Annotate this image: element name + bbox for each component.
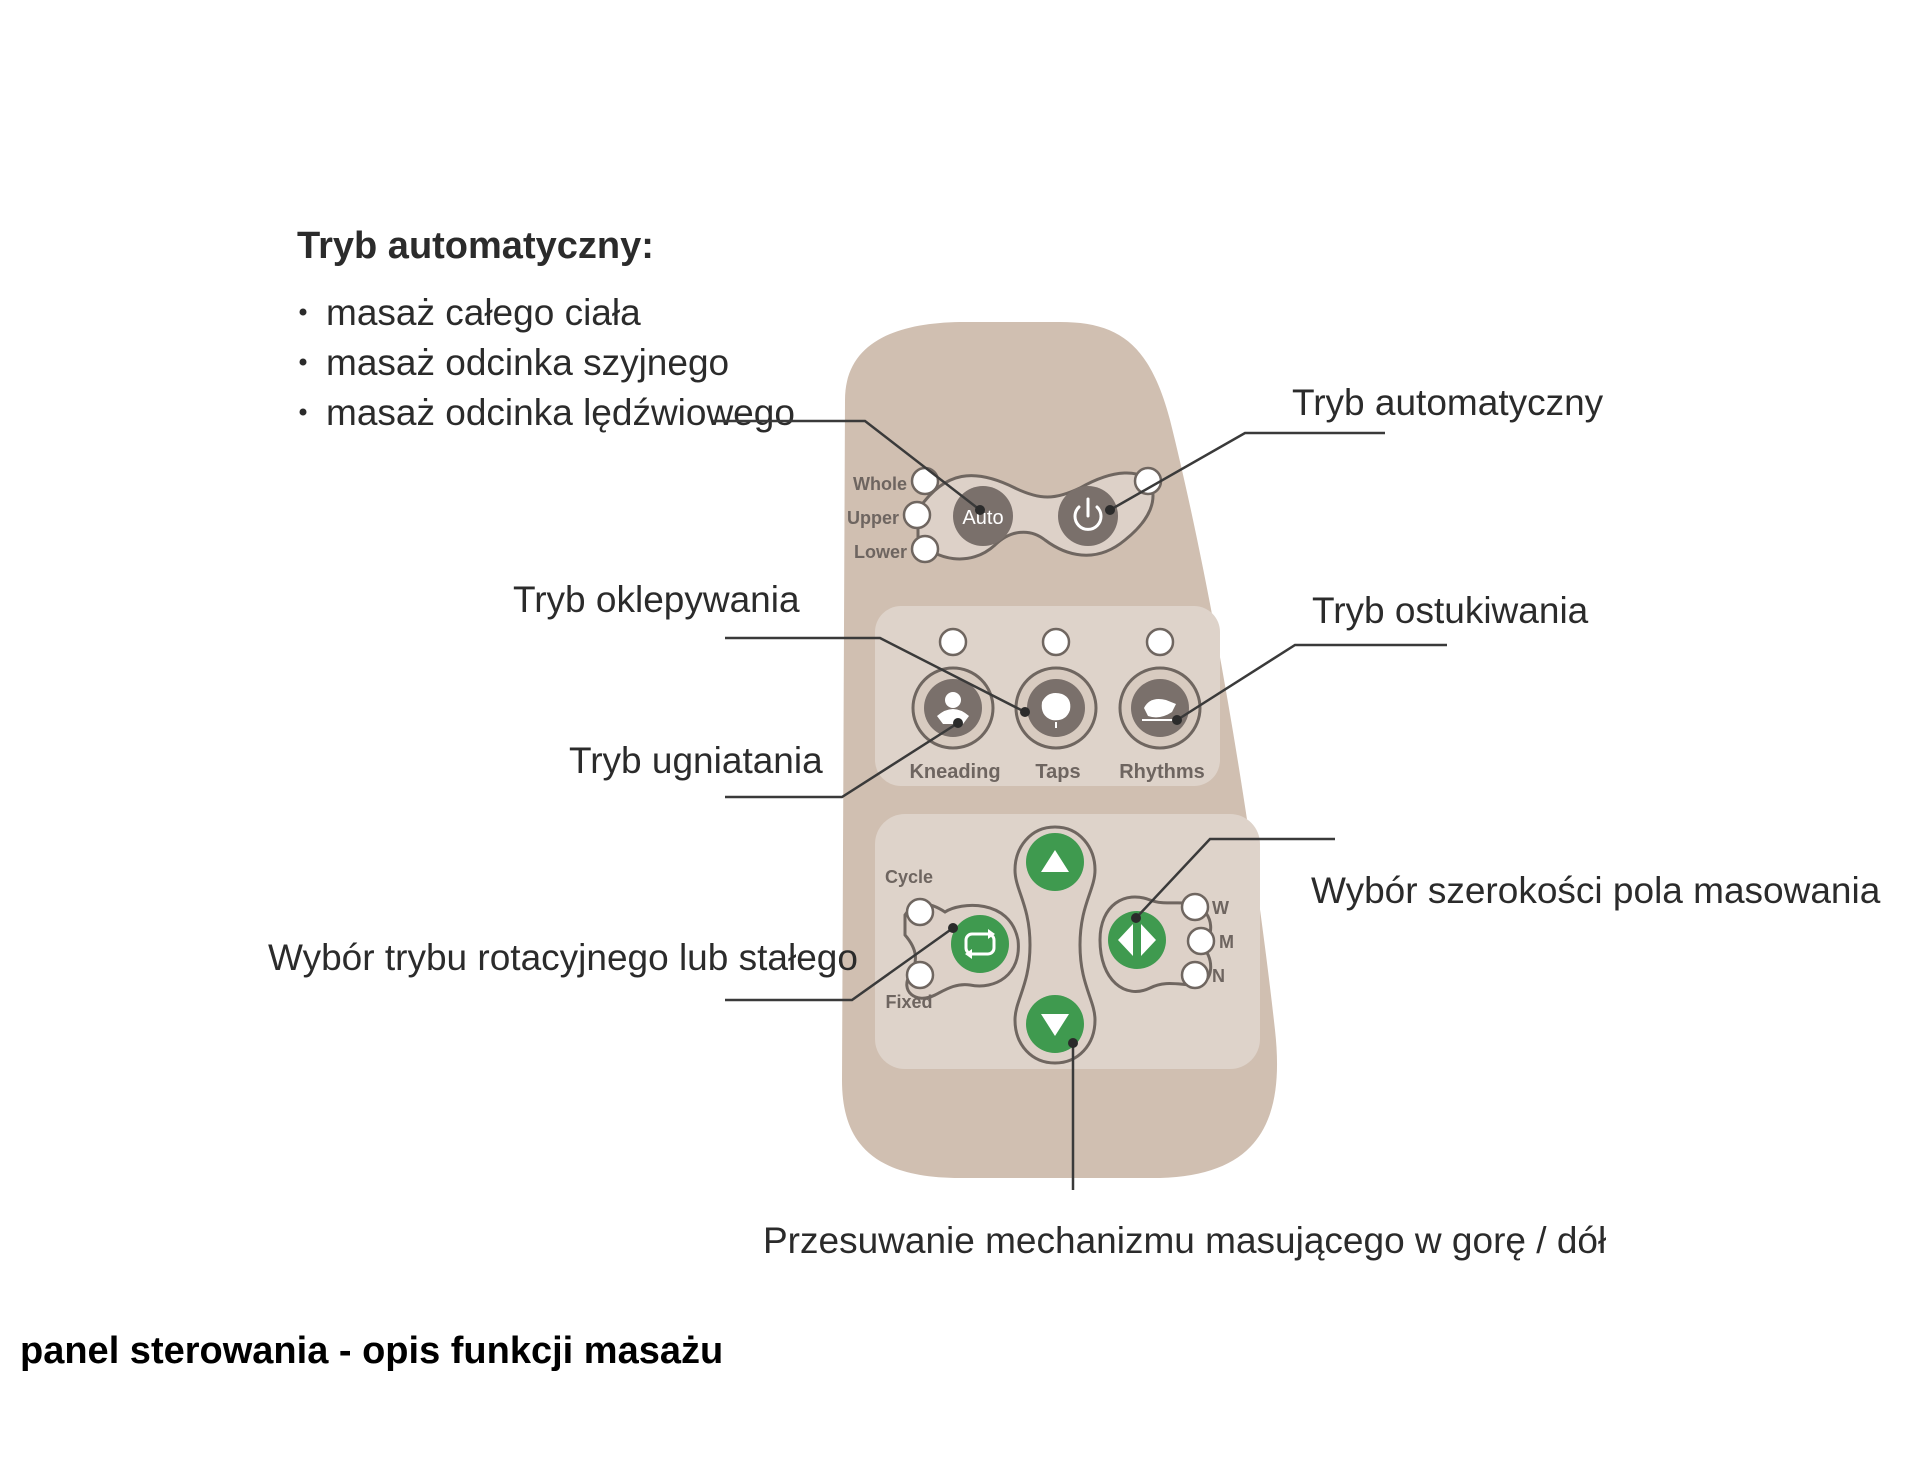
led-lower [910,534,940,564]
callout-taps-text: Tryb oklepywania [513,579,800,620]
callout-up-down-text: Przesuwanie mechanizmu masującego w gorę… [763,1220,1606,1261]
taps-icon [1041,693,1071,728]
auto-button-label: Auto [962,507,1003,529]
led-width-m [1186,926,1216,956]
label-upper: Upper [847,508,899,528]
label-width-m: M [1219,932,1234,952]
bullet-item: masaż odcinka szyjnego [326,342,729,383]
label-width-n: N [1212,966,1225,986]
callout-auto-power-text: Tryb automatyczny [1292,382,1604,423]
label-fixed: Fixed [885,992,932,1012]
width-control: W M N [1098,892,1234,993]
callout-auto-power: Tryb automatyczny [1105,382,1604,515]
cycle-button[interactable] [951,915,1009,973]
taps-control: Taps [1014,627,1098,783]
callout-width: Wybór szerokości pola masowania [1131,837,1881,923]
led-taps [1041,627,1071,657]
label-whole: Whole [853,474,907,494]
callout-rhythms: Tryb ostukiwania [1172,590,1589,725]
rhythms-control: Rhythms [1118,627,1205,783]
led-fixed [905,960,935,990]
led-width-w [1180,892,1210,922]
led-kneading [938,627,968,657]
label-kneading: Kneading [909,761,1000,783]
callout-width-text: Wybór szerokości pola masowania [1311,870,1881,911]
callout-taps: Tryb oklepywania [513,579,1030,717]
led-cycle [905,897,935,927]
callout-rhythms-text: Tryb ostukiwania [1312,590,1589,631]
auto-control-row: Whole Upper Lower Auto [847,466,1163,564]
callout-kneading: Tryb ugniatania [569,718,963,799]
arrow-up-icon [1041,850,1069,872]
arrow-down-icon [1041,1014,1069,1036]
led-upper [902,500,932,530]
bullet-dot [299,358,307,366]
label-cycle: Cycle [885,867,933,887]
heading-bullets: masaż całego ciała masaż odcinka szyjneg… [299,292,795,433]
cycle-icon [964,929,996,959]
width-arrows-icon [1118,924,1156,956]
callout-cycle-fixed: Wybór trybu rotacyjnego lub stałego [268,923,958,1002]
power-icon [1073,497,1103,531]
cycle-fixed-control: Cycle Fixed [885,867,1020,1012]
led-power [1133,466,1163,496]
label-width-w: W [1212,898,1229,918]
label-lower: Lower [854,542,907,562]
label-rhythms: Rhythms [1119,761,1205,783]
bullet-item: masaż odcinka lędźwiowego [326,392,795,433]
width-button[interactable] [1108,911,1166,969]
bullet-dot [299,308,307,316]
bullet-dot [299,408,307,416]
heading-title: Tryb automatyczny: [297,225,654,267]
bullet-item: masaż całego ciała [326,292,641,333]
label-taps: Taps [1035,761,1080,783]
image-caption: panel sterowania - opis funkcji masażu [20,1330,724,1372]
led-whole [910,466,940,496]
led-width-n [1180,960,1210,990]
rhythms-icon [1142,699,1176,721]
callout-auto-modes [713,419,985,515]
callout-cycle-fixed-text: Wybór trybu rotacyjnego lub stałego [268,937,858,978]
callout-kneading-text: Tryb ugniatania [569,740,823,781]
callout-up-down: Przesuwanie mechanizmu masującego w gorę… [763,1038,1606,1261]
led-rhythms [1145,627,1175,657]
